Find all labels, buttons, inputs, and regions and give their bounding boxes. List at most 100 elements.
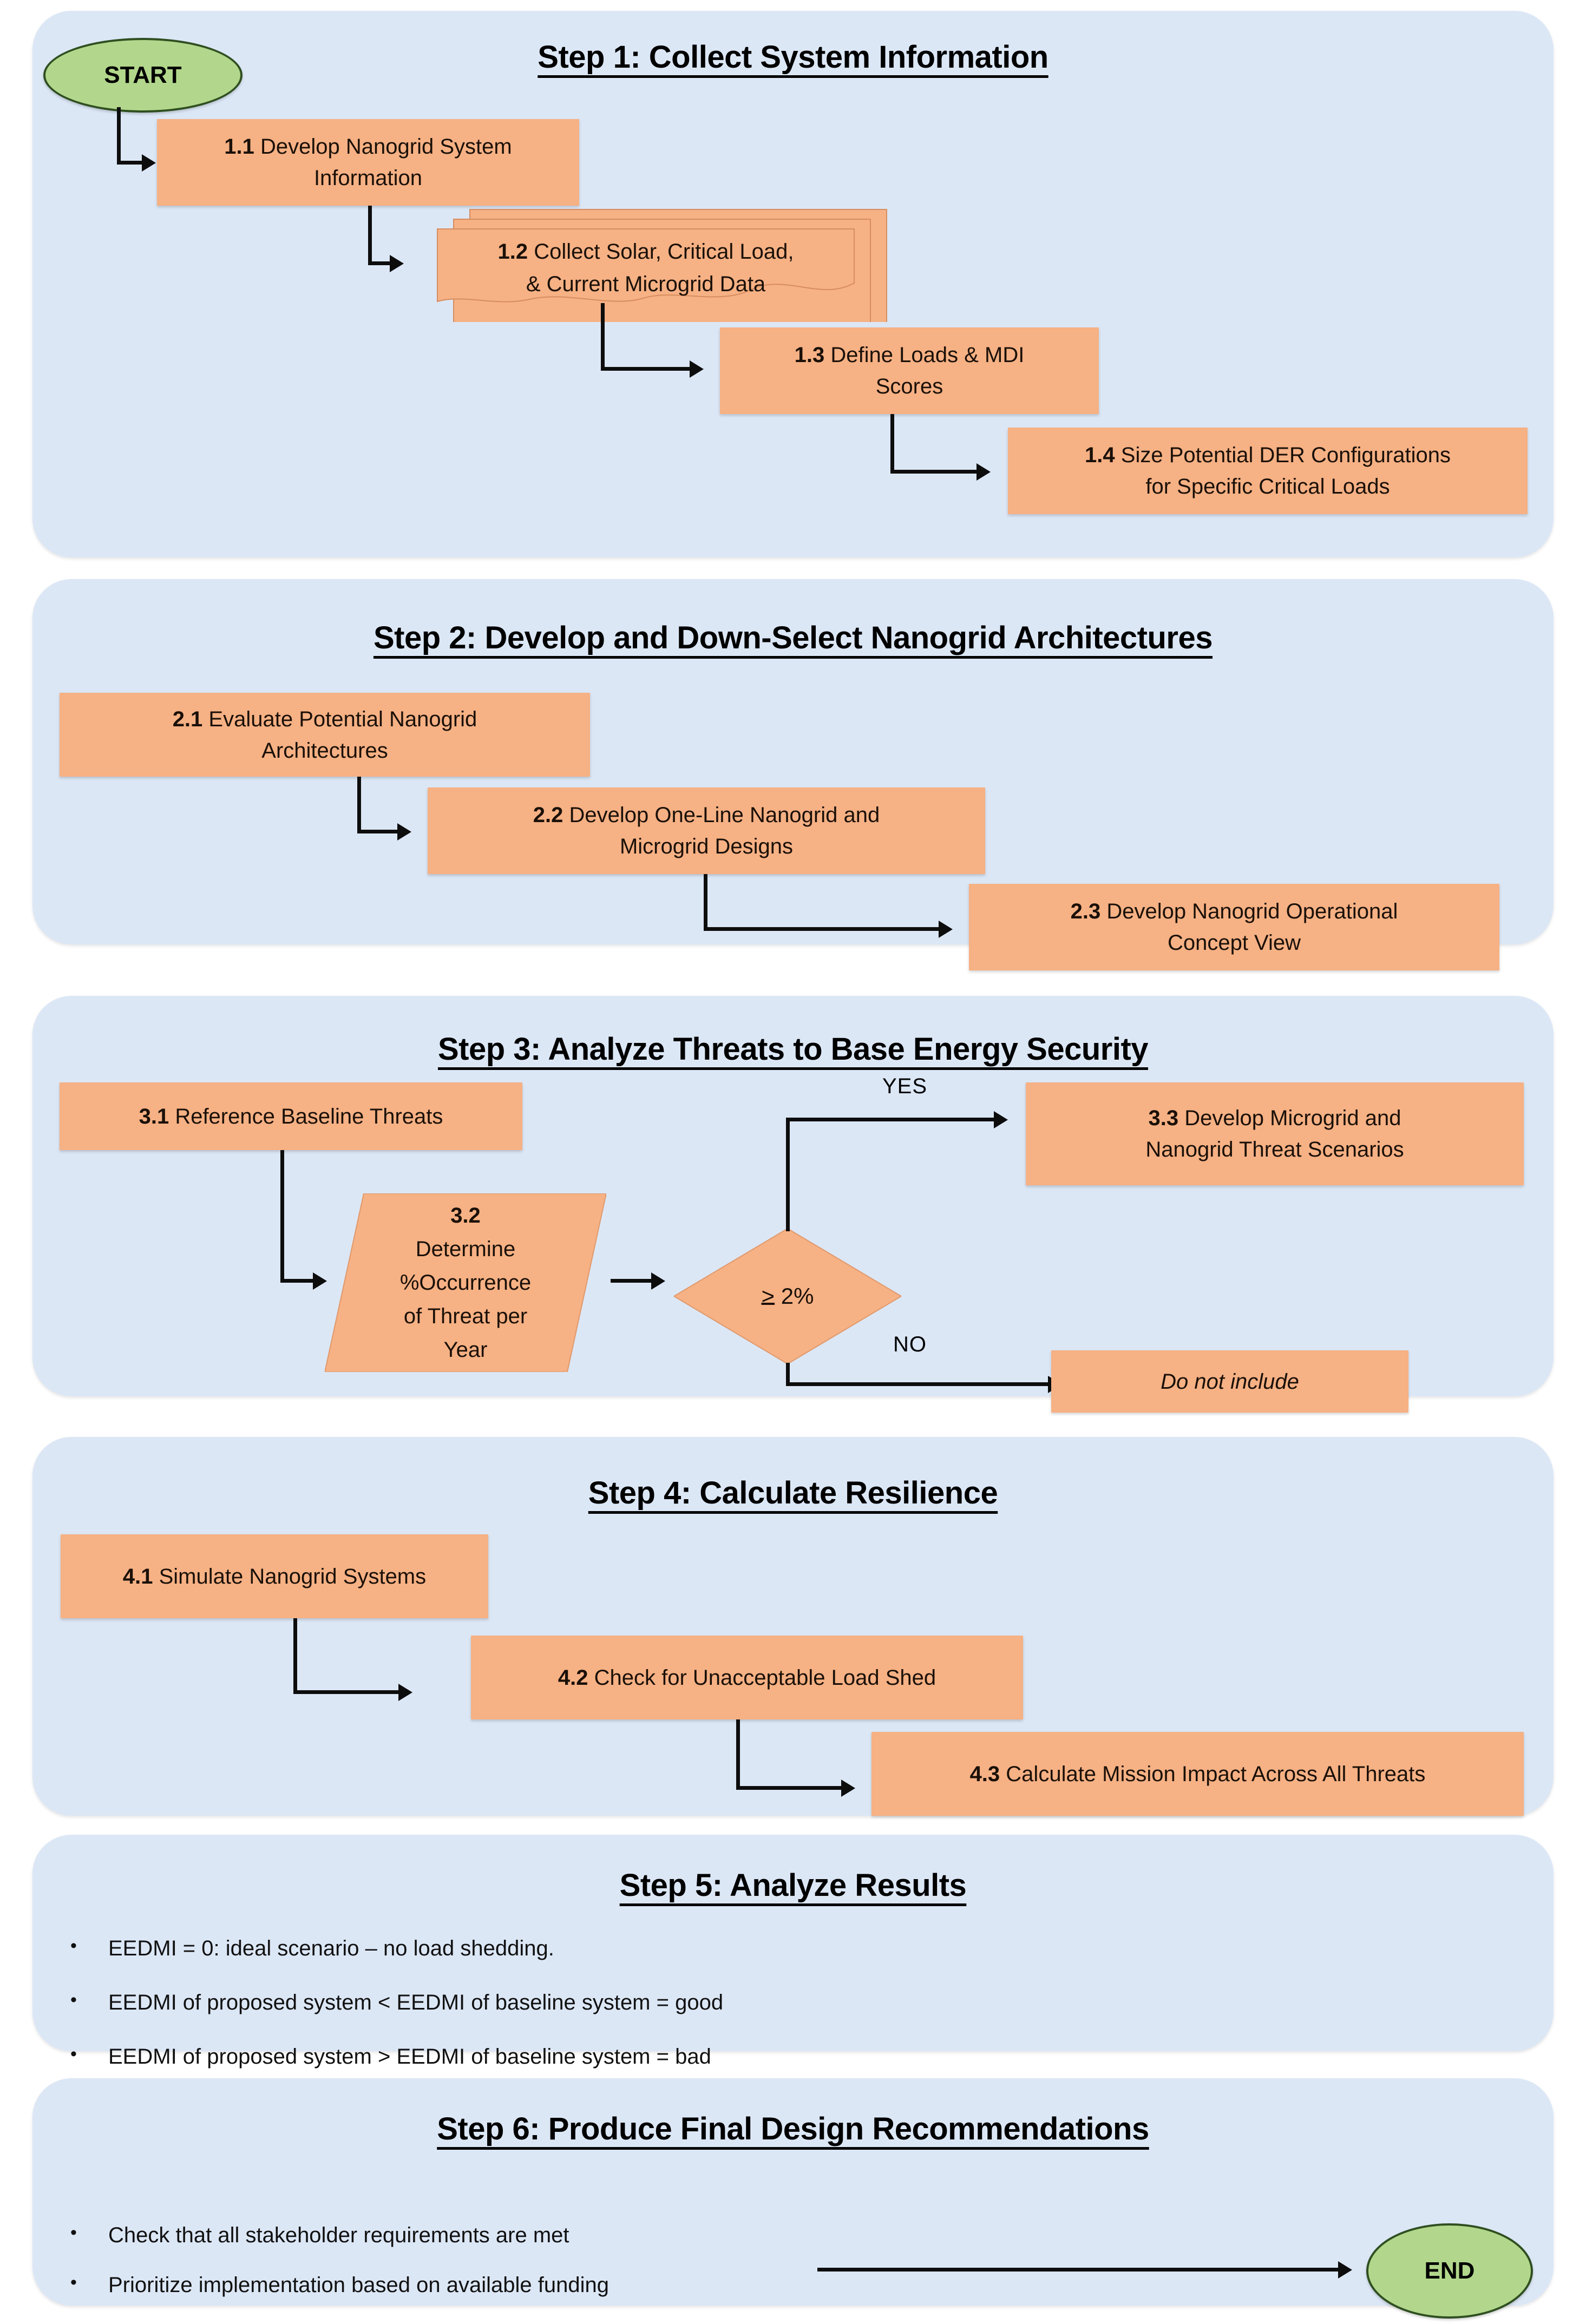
box-3-3-line2: Nanogrid Threat Scenarios — [1145, 1138, 1404, 1161]
connector-41-to-42-h — [293, 1690, 402, 1694]
box-3-1[interactable]: 3.1 Reference Baseline Threats — [60, 1082, 522, 1150]
box-1-1-line2: Information — [313, 166, 423, 190]
connector-decision-no-v — [786, 1363, 790, 1386]
connector-decision-yes-h — [786, 1118, 997, 1121]
box-3-3-line1: Develop Microgrid and — [1184, 1106, 1401, 1130]
box-1-2-line2: & Current Microgrid Data — [526, 272, 766, 296]
connector-step6-to-end — [817, 2268, 1342, 2272]
box-3-3-num: 3.3 — [1148, 1106, 1179, 1130]
connector-12-to-13 — [601, 303, 605, 371]
box-1-3[interactable]: 1.3 Define Loads & MDI Scores — [720, 327, 1099, 414]
box-2-2[interactable]: 2.2 Develop One-Line Nanogrid and Microg… — [428, 787, 985, 874]
box-4-1-line1: Simulate Nanogrid Systems — [159, 1564, 427, 1588]
connector-start-to-11-h — [117, 161, 144, 165]
box-do-not-include[interactable]: Do not include — [1051, 1350, 1408, 1413]
arrow-step6-to-end — [1338, 2261, 1352, 2279]
step-5-bullet-2: EEDMI of proposed system < EEDMI of base… — [108, 1991, 724, 2014]
box-1-3-line2: Scores — [875, 375, 943, 398]
box-2-1-line1: Evaluate Potential Nanogrid — [208, 707, 477, 731]
arrow-start-to-11 — [142, 154, 156, 172]
box-1-3-num: 1.3 — [794, 343, 825, 367]
box-1-2[interactable]: 1.2 Collect Solar, Critical Load, & Curr… — [405, 203, 892, 322]
bullet-glyph: • — [70, 2044, 77, 2064]
connector-42-to-43-h — [736, 1786, 844, 1790]
box-2-2-num: 2.2 — [533, 803, 563, 827]
arrow-12-to-13 — [690, 360, 704, 378]
end-terminator: END — [1366, 2223, 1533, 2319]
edge-label-no: NO — [893, 1332, 927, 1356]
box-4-3-num: 4.3 — [969, 1762, 1000, 1786]
box-do-not-include-label: Do not include — [1161, 1369, 1299, 1394]
list-item: • Check that all stakeholder requirement… — [70, 2222, 1153, 2249]
connector-decision-no-h — [786, 1382, 1051, 1386]
arrow-22-to-23 — [939, 921, 953, 938]
panel-step-4-title: Step 4: Calculate Resilience — [588, 1475, 998, 1511]
step-6-bullet-1: Check that all stakeholder requirements … — [108, 2223, 569, 2247]
list-item: • EEDMI = 0: ideal scenario – no load sh… — [70, 1935, 1369, 1962]
bullet-glyph: • — [70, 2272, 77, 2293]
box-1-4-line1: Size Potential DER Configurations — [1120, 443, 1451, 467]
list-item: • EEDMI of proposed system > EEDMI of ba… — [70, 2043, 1369, 2070]
box-4-3-line1: Calculate Mission Impact Across All Thre… — [1006, 1762, 1426, 1786]
box-1-3-line1: Define Loads & MDI — [830, 343, 1025, 367]
box-2-3[interactable]: 2.3 Develop Nanogrid Operational Concept… — [969, 884, 1499, 970]
box-2-1-num: 2.1 — [172, 707, 203, 731]
step-6-bullet-list: • Check that all stakeholder requirement… — [70, 2222, 1153, 2299]
step-5-bullet-3: EEDMI of proposed system > EEDMI of base… — [108, 2045, 711, 2069]
arrow-21-to-22 — [397, 823, 411, 841]
bullet-glyph: • — [70, 1935, 77, 1956]
connector-11-to-12 — [368, 206, 372, 265]
box-2-2-line1: Develop One-Line Nanogrid and — [569, 803, 880, 827]
box-3-2[interactable]: 3.2 Determine %Occurrence of Threat per … — [325, 1193, 606, 1372]
connector-13-to-14-h — [890, 470, 980, 474]
box-4-2-num: 4.2 — [558, 1665, 588, 1690]
box-1-4-line2: for Specific Critical Loads — [1145, 475, 1390, 498]
box-3-2-line2: %Occurrence — [399, 1271, 532, 1295]
start-terminator: START — [43, 38, 243, 113]
box-3-3[interactable]: 3.3 Develop Microgrid and Nanogrid Threa… — [1026, 1082, 1524, 1185]
connector-11-to-12-h — [368, 261, 392, 265]
decision-threshold[interactable]: > 2% — [674, 1229, 901, 1364]
box-1-1-num: 1.1 — [224, 135, 254, 159]
box-2-1[interactable]: 2.1 Evaluate Potential Nanogrid Architec… — [60, 693, 590, 777]
box-1-4[interactable]: 1.4 Size Potential DER Configurations fo… — [1008, 428, 1528, 514]
box-1-2-text: 1.2 Collect Solar, Critical Load, & Curr… — [437, 235, 854, 300]
box-2-3-num: 2.3 — [1070, 900, 1101, 923]
panel-step-1-title: Step 1: Collect System Information — [538, 40, 1048, 75]
panel-step-5: Step 5: Analyze Results — [32, 1835, 1554, 2051]
box-1-4-num: 1.4 — [1085, 443, 1115, 467]
step-5-bullet-list: • EEDMI = 0: ideal scenario – no load sh… — [70, 1935, 1369, 2070]
edge-label-yes: YES — [882, 1074, 928, 1098]
panel-step-2-title: Step 2: Develop and Down-Select Nanogrid… — [373, 620, 1213, 655]
connector-decision-yes-v — [786, 1118, 790, 1231]
box-1-1[interactable]: 1.1 Develop Nanogrid System Information — [157, 119, 579, 206]
box-3-1-num: 3.1 — [139, 1104, 169, 1128]
start-label: START — [104, 62, 182, 88]
connector-31-to-32 — [280, 1150, 284, 1283]
connector-32-to-decision — [611, 1279, 654, 1283]
box-3-2-text: 3.2 Determine %Occurrence of Threat per … — [325, 1193, 606, 1372]
connector-42-to-43 — [736, 1719, 740, 1790]
connector-22-to-23 — [704, 874, 707, 931]
arrow-31-to-32 — [313, 1272, 327, 1290]
box-1-1-line1: Develop Nanogrid System — [260, 135, 512, 159]
panel-step-5-title: Step 5: Analyze Results — [619, 1868, 967, 1903]
decision-threshold-text: > 2% — [674, 1229, 901, 1364]
box-4-2[interactable]: 4.2 Check for Unacceptable Load Shed — [471, 1636, 1023, 1719]
decision-operator: > — [761, 1283, 775, 1309]
connector-12-to-13-h — [601, 367, 693, 371]
list-item: • Prioritize implementation based on ava… — [70, 2272, 1153, 2299]
box-2-1-line2: Architectures — [261, 738, 388, 763]
connector-21-to-22-h — [357, 830, 401, 833]
connector-21-to-22 — [357, 777, 361, 833]
step-5-bullet-1: EEDMI = 0: ideal scenario – no load shed… — [108, 1936, 554, 1960]
box-3-2-line3: of Threat per — [403, 1304, 528, 1328]
arrow-41-to-42 — [398, 1684, 412, 1701]
arrow-32-to-decision — [651, 1272, 665, 1290]
box-4-3[interactable]: 4.3 Calculate Mission Impact Across All … — [871, 1732, 1524, 1816]
box-4-1[interactable]: 4.1 Simulate Nanogrid Systems — [61, 1534, 488, 1618]
box-3-1-line1: Reference Baseline Threats — [175, 1104, 443, 1128]
box-2-3-line2: Concept View — [1167, 931, 1301, 955]
panel-step-6-title: Step 6: Produce Final Design Recommendat… — [437, 2111, 1149, 2146]
connector-13-to-14 — [890, 414, 894, 474]
